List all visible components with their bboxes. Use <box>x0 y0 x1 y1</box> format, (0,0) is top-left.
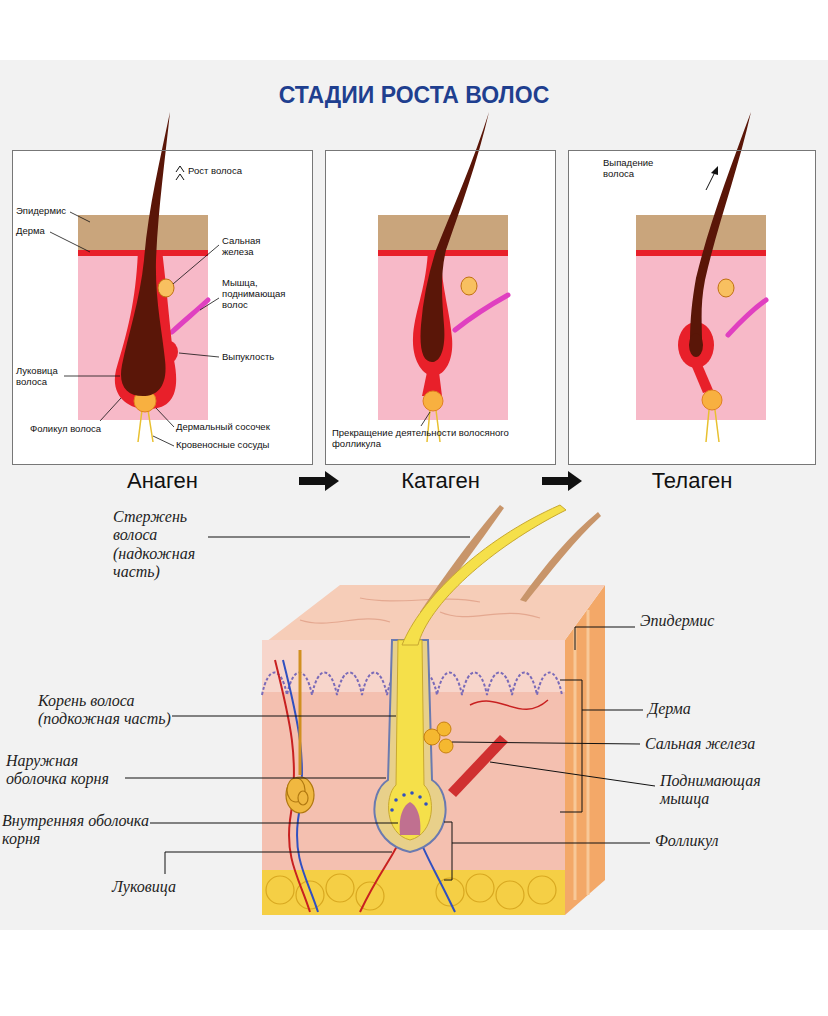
stage-note: Выпадение волоса <box>603 158 665 180</box>
bulb-cells <box>390 791 428 812</box>
stage-panel: Анаген <box>12 150 313 465</box>
sebaceous-gland <box>424 722 453 753</box>
stage-panel: Телаген <box>568 150 816 465</box>
part-label: Сальная железа <box>222 236 277 258</box>
part-label: Наружная оболочка корня <box>6 752 114 789</box>
part-label: Мышца, поднимающая волос <box>222 278 302 311</box>
growth-carets <box>176 166 184 180</box>
bracket <box>575 627 635 650</box>
outer-root-sheath <box>374 640 445 852</box>
stage-caption: Телаген <box>569 468 815 494</box>
shedding-arrowhead <box>711 166 718 175</box>
leader-line <box>165 852 392 874</box>
part-label: Эпидермис <box>640 612 760 630</box>
part-label: Фоликул волоса <box>30 424 130 435</box>
part-label: Выпуклость <box>222 352 292 363</box>
anagen-figure <box>50 112 219 446</box>
dermal-papilla <box>702 390 722 410</box>
part-label: Фолликул <box>655 832 775 850</box>
bracket <box>444 822 650 880</box>
stage-arrow <box>299 477 325 485</box>
telogen-figure <box>636 112 766 442</box>
arrector-muscle <box>448 735 508 797</box>
stage-panel: Катаген <box>325 150 556 465</box>
arrector-muscle <box>172 300 208 332</box>
hair <box>690 112 751 340</box>
sebaceous-gland <box>461 277 477 295</box>
part-label: Внутренняя оболочка корня <box>2 812 162 849</box>
follicle-strand <box>690 362 713 393</box>
club-hair-end <box>689 333 703 357</box>
artery <box>470 700 548 709</box>
leader-line <box>153 436 174 446</box>
part-label: Кровеносные сосуды <box>176 440 306 451</box>
sebaceous-gland <box>158 279 174 297</box>
leader-lines <box>50 212 219 446</box>
skin-block <box>262 505 605 915</box>
stage-arrow <box>542 477 568 485</box>
basal-line <box>636 250 766 256</box>
leader-line <box>452 742 640 744</box>
leader-line <box>208 537 470 538</box>
sweat-gland <box>286 777 314 813</box>
part-label: Эпидермис <box>16 206 80 217</box>
leader-line <box>150 823 398 824</box>
leader-line <box>125 778 386 779</box>
hair-papilla <box>400 802 421 835</box>
stage-caption: Катаген <box>326 468 555 494</box>
hair <box>121 112 170 396</box>
leader-line <box>50 232 90 252</box>
panel-ground <box>12 150 313 465</box>
fat-layer <box>262 870 565 915</box>
leader-line <box>200 298 219 310</box>
shedding-arrow <box>706 172 715 190</box>
leader-line <box>179 353 219 357</box>
fat-cells <box>266 874 556 910</box>
leader-line <box>490 762 655 786</box>
part-label: Сальная железа <box>645 735 815 753</box>
sebaceous-gland <box>718 279 734 297</box>
ground <box>0 60 828 930</box>
blood-vessels <box>138 410 153 442</box>
part-label: Рост волоса <box>188 166 268 177</box>
sweat-duct <box>299 650 302 775</box>
leader-line <box>100 398 121 421</box>
epidermis-layer <box>78 215 208 251</box>
arrector-muscle <box>728 300 766 335</box>
epidermis-layer <box>636 215 766 251</box>
part-label: Стержень волоса (надкожная часть) <box>113 508 203 582</box>
arrector-muscle <box>455 295 508 330</box>
leader-line <box>173 245 219 284</box>
leader-line <box>64 376 120 377</box>
blood-vessels <box>706 410 719 442</box>
bottom-leaders <box>125 537 655 880</box>
bracket <box>560 680 643 812</box>
part-label: Дермальный сосочек <box>176 422 306 433</box>
main-hair-shaft <box>402 505 566 645</box>
part-label: Корень волоса (подкожная часть) <box>38 692 178 729</box>
leader-line <box>172 716 396 717</box>
stage-caption: Анаген <box>13 468 312 494</box>
catagen-figure <box>378 112 508 442</box>
part-label: Поднимающая мышца <box>660 772 765 809</box>
leader-line <box>421 412 430 426</box>
stage-note: Прекращение деятельности волосяного фолл… <box>332 428 512 450</box>
leader-line <box>70 212 90 222</box>
part-label: Луковица <box>112 878 232 896</box>
part-label: Дерма <box>648 700 738 718</box>
block-side <box>565 585 605 915</box>
part-label: Дерма <box>16 226 66 237</box>
part-label: Луковица волоса <box>16 366 71 388</box>
dermal-papilla <box>423 391 443 411</box>
leader-line <box>156 408 174 427</box>
title: СТАДИИ РОСТА ВОЛОС <box>0 82 828 109</box>
